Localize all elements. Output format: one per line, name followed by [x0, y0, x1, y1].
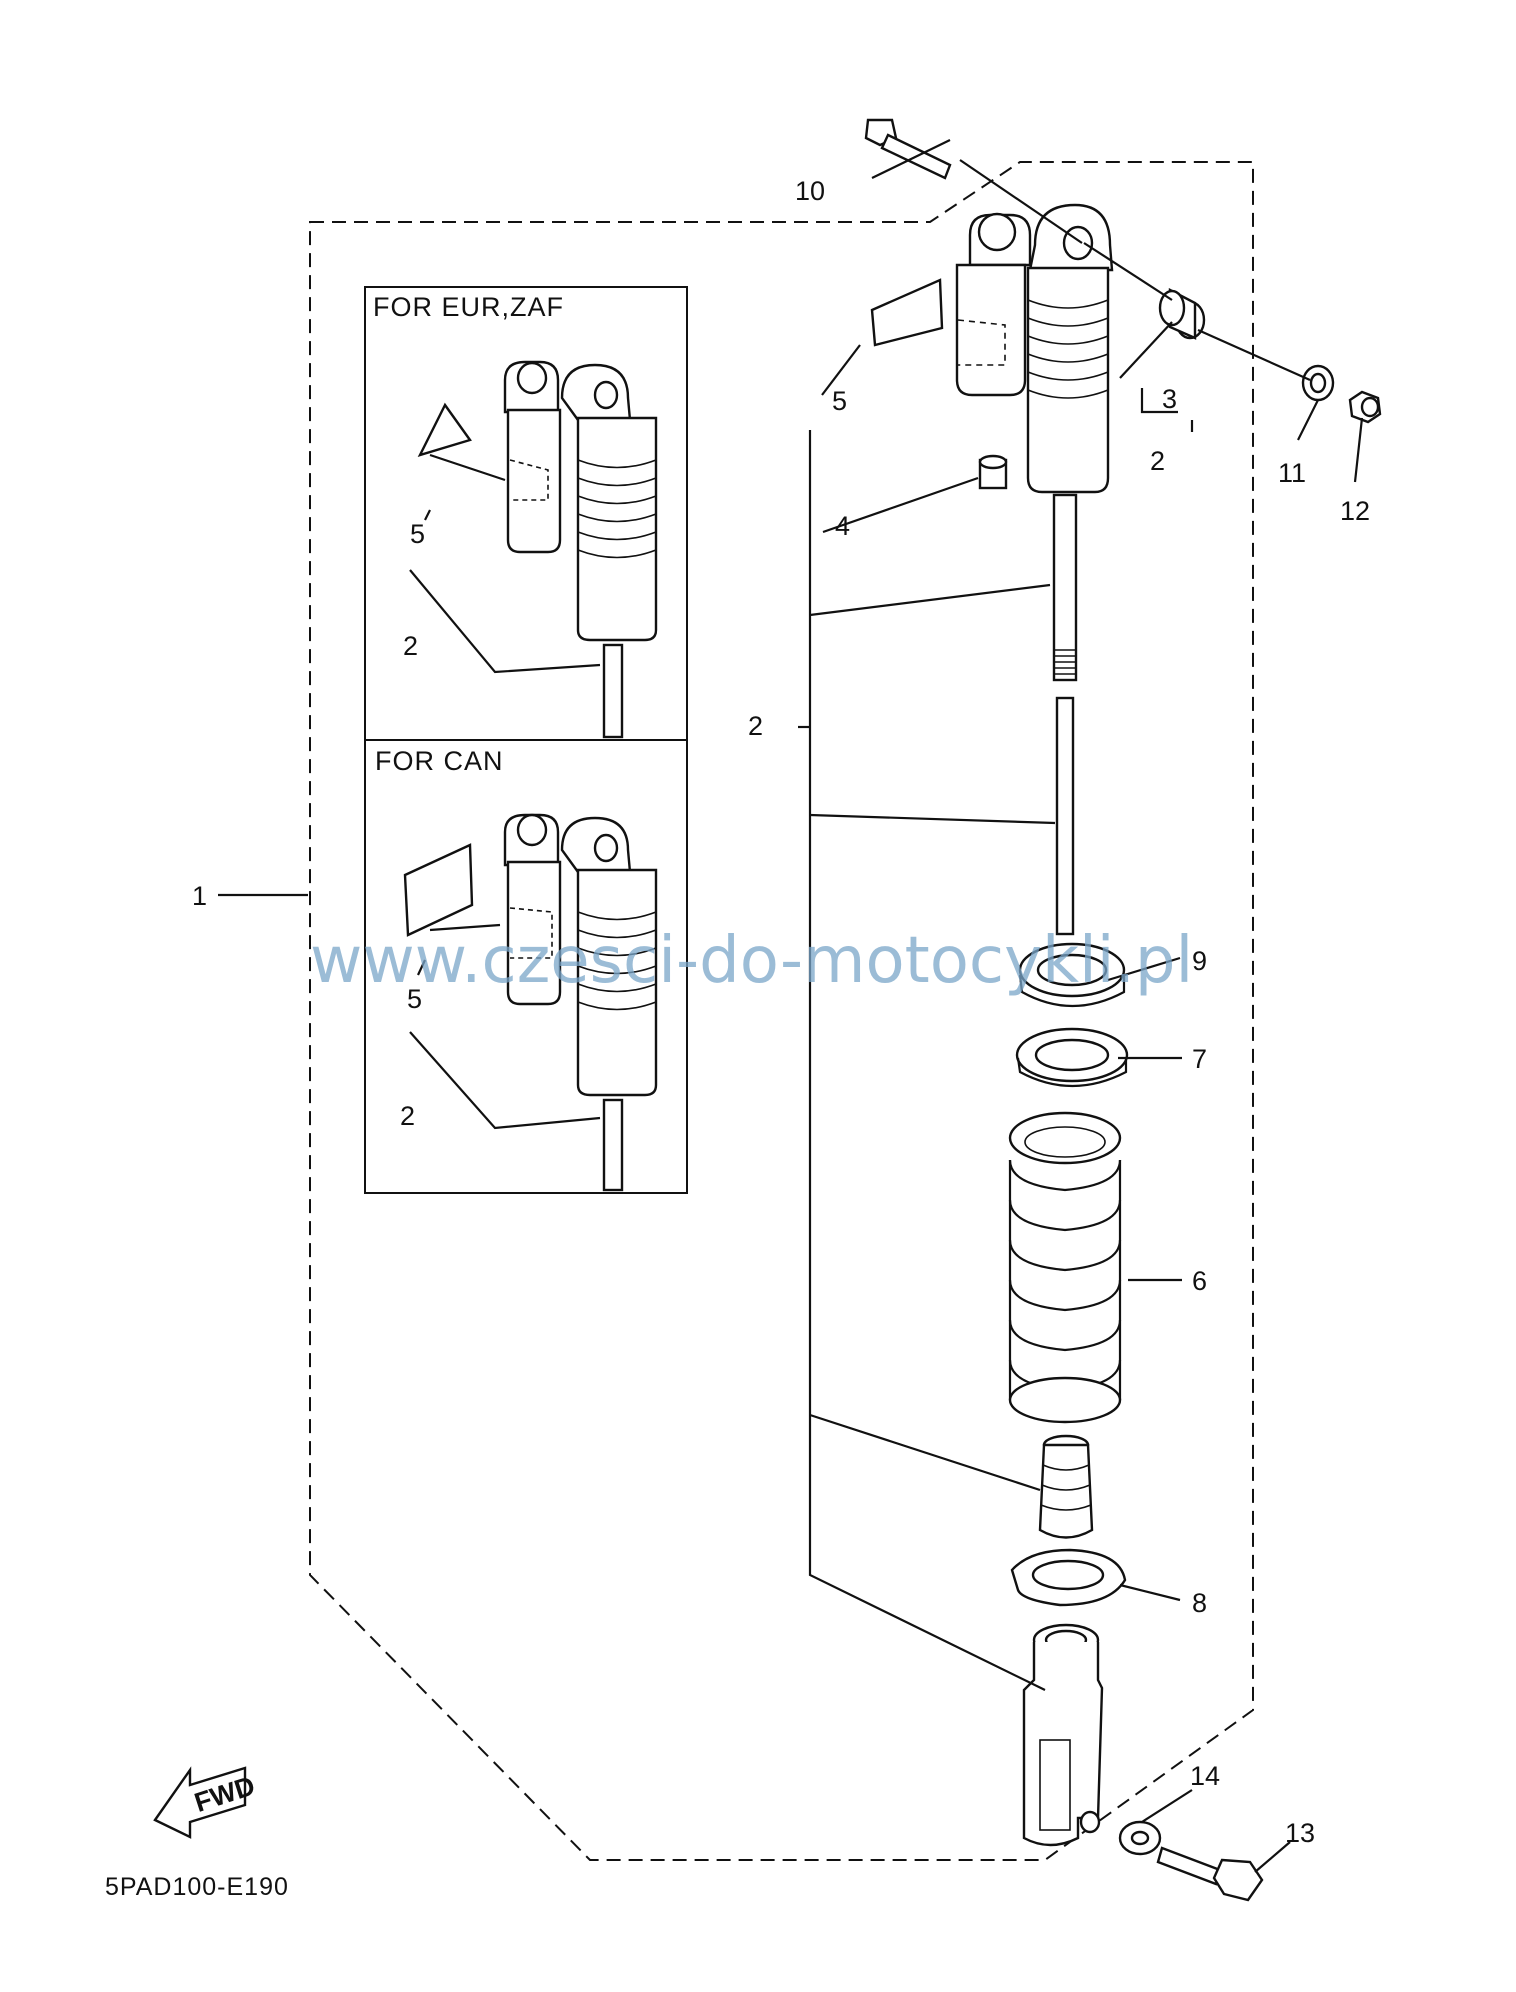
callout-5-eur: 5: [410, 519, 425, 549]
callout-5-can: 5: [407, 984, 422, 1014]
callout-1: 1: [192, 881, 207, 911]
callout-8: 8: [1192, 1588, 1207, 1618]
callout-13: 13: [1285, 1818, 1315, 1848]
callout-14: 14: [1190, 1761, 1220, 1791]
watermark-text: www.czesci-do-motocykli.pl: [310, 924, 1193, 998]
nut-12-part: [1348, 390, 1382, 424]
fwd-arrow-icon: FWD: [153, 1766, 259, 1839]
collar-part: [1158, 288, 1206, 340]
lower-clevis-part: [1022, 1623, 1104, 1847]
drawing-code: 5PAD100-E190: [105, 1873, 289, 1901]
ring-nut-7: [1015, 1027, 1129, 1087]
label-sticker-main: [870, 278, 944, 347]
leader-lines: [218, 139, 1364, 1873]
ring-nut-9: [1018, 942, 1126, 1007]
callout-2-eur: 2: [403, 631, 418, 661]
callout-4: 4: [835, 511, 850, 541]
can-shock-drawing: [403, 813, 658, 1192]
shock-absorber-main: [955, 203, 1114, 682]
callout-11: 11: [1278, 458, 1306, 488]
bump-rubber-part: [1038, 1434, 1094, 1539]
bolt-13-part: [1156, 1846, 1264, 1902]
can-variant-title: FOR CAN: [375, 746, 504, 776]
callout-6: 6: [1192, 1266, 1207, 1296]
washer-11-part: [1301, 364, 1335, 402]
push-rod-part: [1055, 696, 1075, 936]
callout-2-main: 2: [748, 711, 763, 741]
callout-2-can: 2: [400, 1101, 415, 1131]
spring-guide-part: [1010, 1548, 1127, 1607]
callout-7: 7: [1192, 1044, 1207, 1074]
spring-part: [1008, 1111, 1122, 1424]
can-variant-box: [364, 739, 688, 1194]
callout-3: 3: [1162, 384, 1177, 414]
assembly-boundary: [309, 161, 1254, 1861]
eur-variant-title: FOR EUR,ZAF: [373, 292, 564, 322]
cap-nut-part: [978, 454, 1008, 490]
callout-5-main: 5: [832, 386, 847, 416]
bolt-10-part: [864, 118, 952, 180]
callout-10: 10: [795, 176, 825, 206]
callout-12: 12: [1340, 496, 1370, 526]
washer-14-part: [1118, 1820, 1162, 1856]
eur-shock-drawing: [417, 360, 658, 739]
callout-2-sub: 2: [1150, 446, 1165, 476]
callout-9: 9: [1192, 946, 1207, 976]
